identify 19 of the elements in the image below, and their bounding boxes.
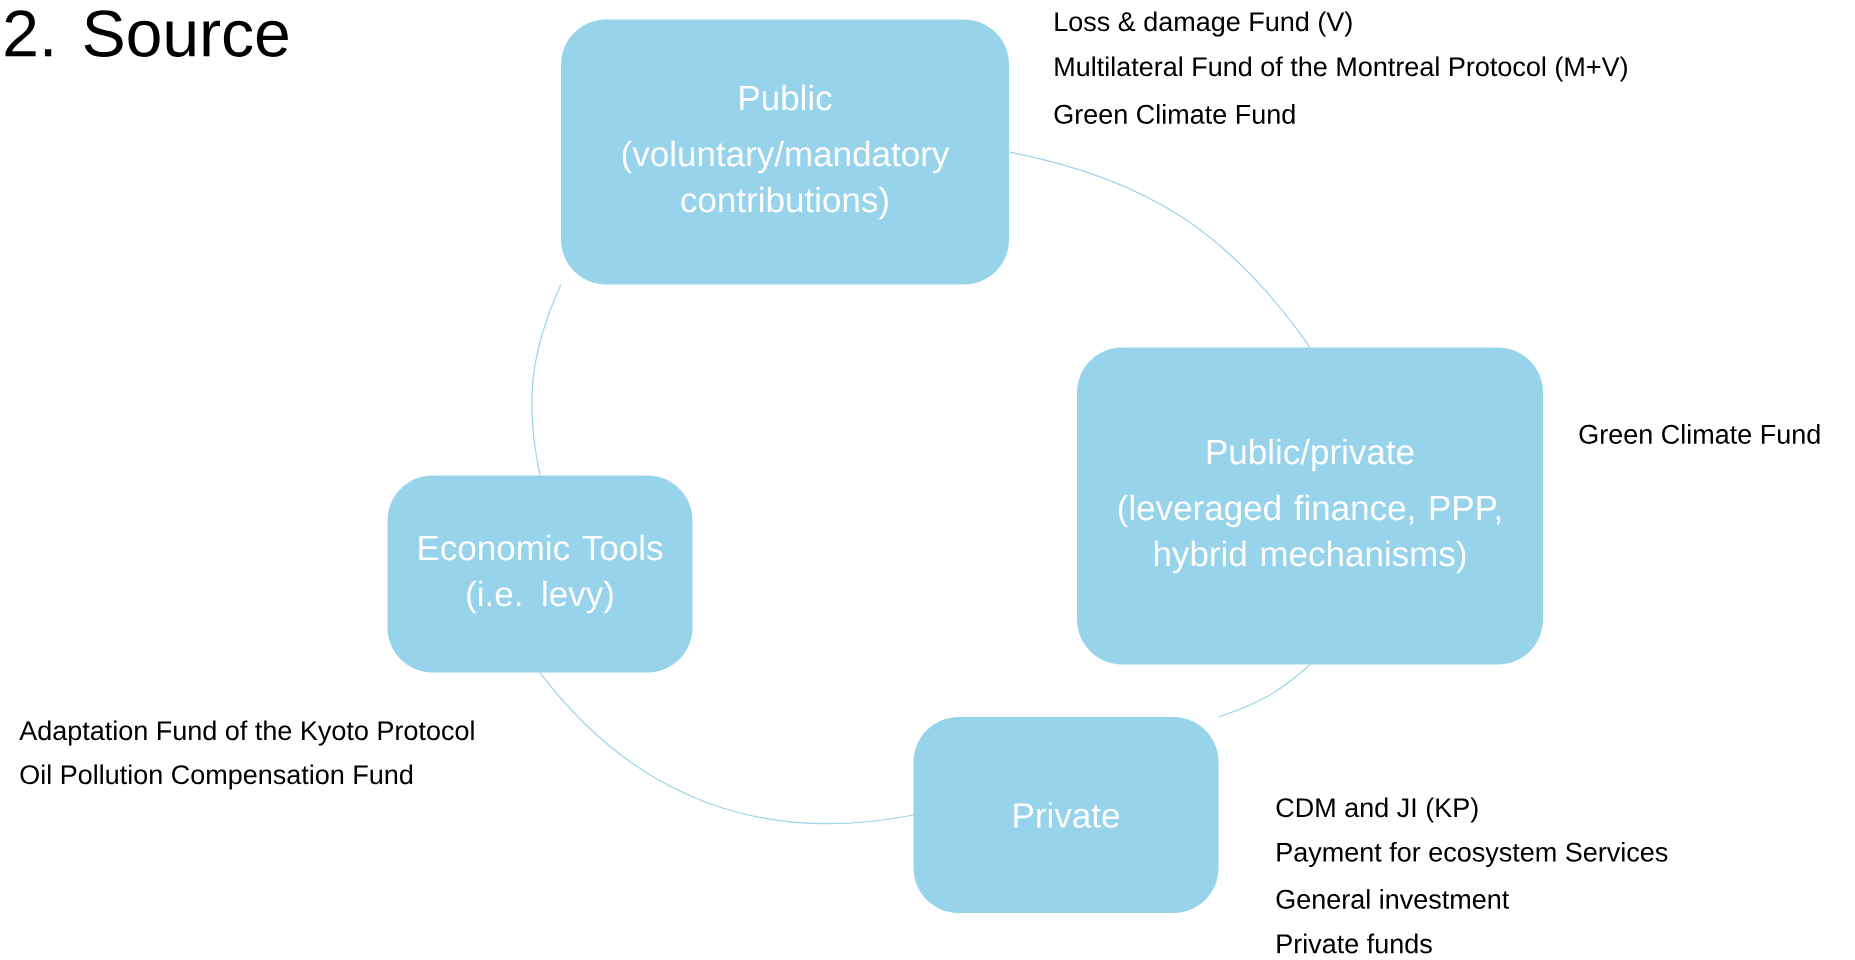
note-text: Oil Pollution Compensation Fund	[20, 764, 413, 790]
note-text: Adaptation Fund of the Kyoto Protocol	[19, 720, 474, 746]
rounded-box: Public (voluntary/mandatory contributions)	[561, 19, 1009, 285]
note-text: Multilateral Fund of the Montreal Protocol (M+V)	[1055, 56, 1627, 82]
connector-arc	[1008, 151, 1311, 348]
rounded-box: Economic Tools (i.e. levy)	[387, 475, 693, 673]
connector-arc	[531, 284, 562, 476]
note-text: Payment for ecosystem Services	[1277, 841, 1668, 868]
connector-arc	[539, 672, 914, 825]
note-text: General investment	[1276, 889, 1510, 909]
rounded-box: Private	[913, 717, 1219, 913]
rounded-box: Public/private (leveraged finance, PPP, hybrid mechanisms)	[1077, 347, 1543, 665]
note-text: Green Climate Fund	[1579, 424, 1820, 444]
note-text: Loss & damage Fund (V)	[1055, 11, 1352, 37]
connector-arc	[1218, 664, 1311, 718]
title: 2. Source	[5, 10, 288, 57]
note-text: Green Climate Fund	[1054, 104, 1295, 124]
note-text: CDM and JI (KP)	[1276, 797, 1478, 823]
note-text: Private funds	[1277, 933, 1432, 954]
